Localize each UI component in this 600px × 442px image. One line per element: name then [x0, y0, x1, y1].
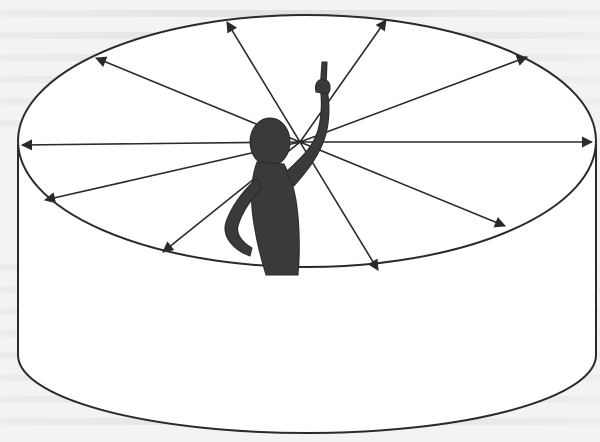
person-hand [315, 80, 330, 94]
cylinder-top-face [18, 15, 596, 267]
person-head [250, 118, 290, 166]
